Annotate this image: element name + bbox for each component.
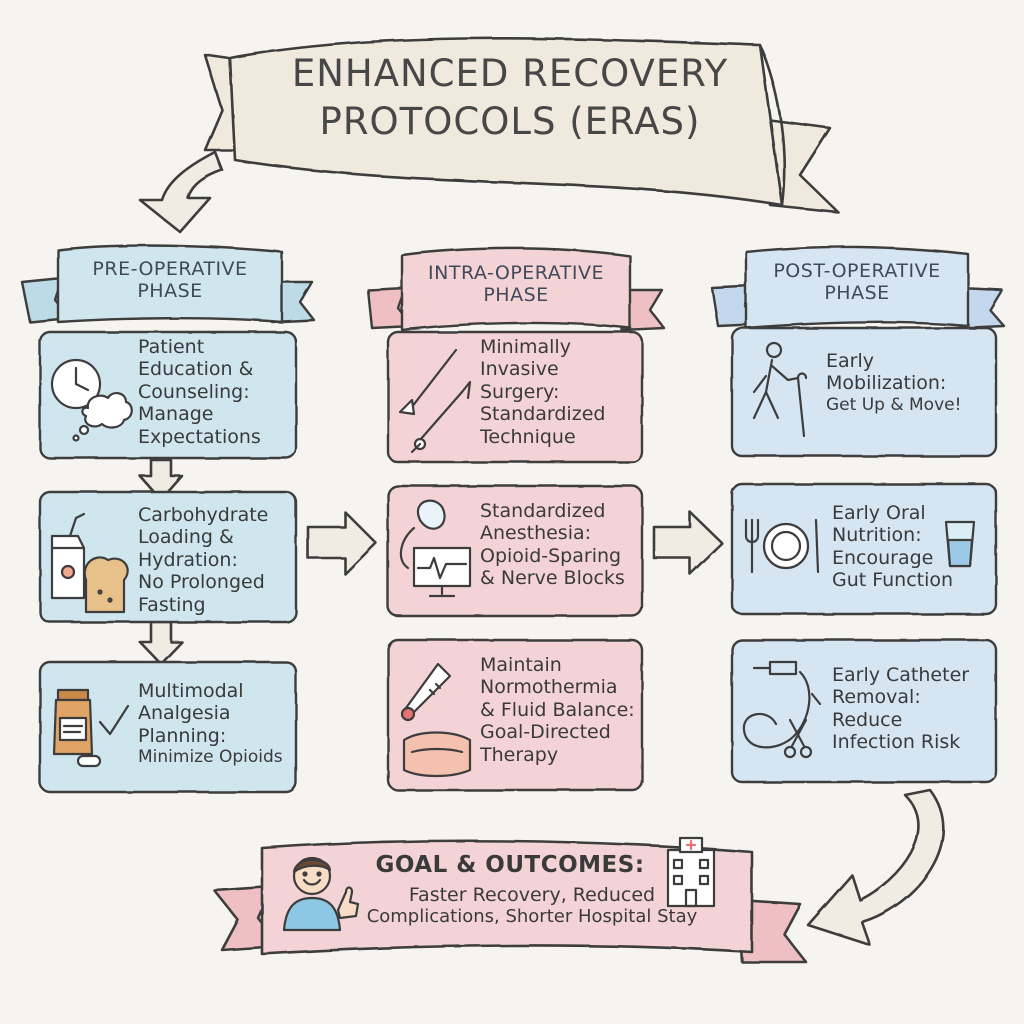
goal-heading: GOAL & OUTCOMES:: [375, 852, 645, 878]
card-text-line: & Fluid Balance:: [480, 698, 635, 721]
intra-phase-title: INTRA-OPERATIVE PHASE: [402, 262, 630, 307]
card-text-line: Goal-Directed: [480, 721, 611, 744]
card-text-line: Hydration:: [138, 548, 238, 571]
pre-card-2-text: Carbohydrate Loading & Hydration: No Pro…: [138, 504, 292, 616]
post-card-1: [730, 326, 998, 458]
goal-ribbon: [212, 839, 808, 964]
page-title: ENHANCED RECOVERY PROTOCOLS (ERAS): [250, 52, 770, 143]
card-text-line: Mobilization:: [826, 372, 947, 395]
phase-banners: [20, 244, 1006, 332]
pre-card-3: [38, 660, 298, 794]
post-phase-banner: [710, 245, 1006, 330]
card-text-line: Multimodal: [138, 680, 244, 702]
plate-fork-glass-icon: [744, 518, 976, 574]
card-text-line: Anesthesia:: [480, 522, 592, 545]
title-line-1: ENHANCED RECOVERY: [291, 52, 729, 95]
card-text-line: Technique: [480, 425, 576, 448]
card-text-line: Opioid-Sparing: [480, 544, 622, 567]
card-text-line: Early Catheter: [832, 664, 970, 686]
card-text-line: Get Up & Move!: [826, 394, 962, 415]
goal-line-1: Faster Recovery, Reduced: [408, 884, 656, 906]
card-text-line: Encourage: [832, 546, 934, 569]
intra-phase-title-line-1: INTRA-OPERATIVE: [428, 262, 604, 284]
scalpel-instruments-icon: [398, 348, 472, 454]
card-text-line: Removal:: [832, 686, 921, 709]
intra-card-3-text: Maintain Normothermia & Fluid Balance: G…: [480, 654, 640, 766]
pre-card-3-text: Multimodal Analgesia Planning: Minimize …: [138, 680, 294, 767]
card-text-line: Analgesia: [138, 702, 231, 725]
clock-thought-icon: [50, 358, 133, 442]
post-phase-title: POST-OPERATIVE PHASE: [746, 260, 968, 305]
anesthesia-monitor-icon: [399, 499, 472, 598]
pre-card-1-text: Patient Education & Counseling: Manage E…: [138, 336, 292, 448]
pre-to-intra-arrow: [306, 510, 378, 576]
card-text-line: No Prolonged: [138, 571, 265, 594]
goal-text: GOAL & OUTCOMES:: [350, 852, 670, 879]
card-text-line: Standardized: [480, 500, 606, 522]
intra-card-1: [386, 330, 644, 464]
title-to-pre-arrow: [138, 150, 224, 234]
title-ribbon: [203, 37, 840, 214]
card-text-line: & Nerve Blocks: [480, 567, 625, 590]
card-text-line: Standardized: [480, 403, 606, 426]
card-text-line: Normothermia: [480, 676, 618, 699]
card-text-line: Nutrition:: [832, 524, 922, 547]
hospital-building-icon: [666, 836, 716, 908]
pre-down-arrow-1: [138, 458, 184, 502]
card-text-line: Maintain: [480, 654, 562, 676]
card-text-line: Patient: [138, 336, 205, 358]
pre-down-arrow-2: [138, 620, 184, 666]
card-text-line: Reduce: [832, 708, 903, 731]
card-text-line: Education &: [138, 358, 254, 381]
goal-outcomes: Faster Recovery, Reduced Complications, …: [342, 884, 722, 928]
card-text-line: Early: [826, 350, 874, 372]
card-text-line: Loading &: [138, 526, 234, 549]
juice-toast-icon: [50, 512, 129, 614]
pre-phase-title-line-1: PRE-OPERATIVE: [92, 258, 248, 280]
intra-to-post-arrow: [652, 510, 724, 576]
goal-line-2: Complications, Shorter Hospital Stay: [366, 906, 698, 928]
intra-card-2-text: Standardized Anesthesia: Opioid-Sparing …: [480, 500, 640, 590]
card-text-line: Manage: [138, 403, 214, 426]
intra-card-1-text: Minimally Invasive Surgery: Standardized…: [480, 336, 638, 448]
card-text-line: Therapy: [480, 743, 559, 766]
title-line-2: PROTOCOLS (ERAS): [319, 99, 701, 143]
card-text-line: Carbohydrate: [138, 504, 269, 526]
card-text-line: Surgery:: [480, 380, 560, 403]
post-card-2-text: Early Oral Nutrition: Encourage Gut Func…: [832, 502, 982, 592]
card-text-line: Fasting: [138, 593, 206, 616]
post-card-1-text: Early Mobilization: Get Up & Move!: [826, 350, 992, 415]
post-card-3: [730, 638, 998, 784]
card-text-line: Expectations: [138, 425, 261, 448]
card-text-line: Early Oral: [832, 502, 926, 524]
post-card-2: [730, 482, 998, 616]
walking-person-cane-icon: [752, 341, 808, 438]
card-text-line: Minimize Opioids: [138, 747, 283, 768]
pre-phase-banner: [20, 244, 316, 324]
post-card-3-text: Early Catheter Removal: Reduce Infection…: [832, 664, 992, 754]
card-text-line: Gut Function: [832, 569, 954, 592]
goal-ribbon-body: [260, 839, 754, 956]
pill-bottle-check-icon: [52, 688, 130, 768]
post-phase-title-line-1: POST-OPERATIVE: [773, 260, 941, 282]
thumbs-up-person-icon: [282, 856, 360, 932]
intra-phase-banner: [366, 247, 666, 332]
catheter-scissors-icon: [742, 660, 822, 759]
pre-phase-title-line-2: PHASE: [137, 280, 203, 303]
card-text-line: Invasive: [480, 358, 559, 381]
pre-phase-title: PRE-OPERATIVE PHASE: [58, 258, 282, 303]
card-text-line: Minimally: [480, 336, 571, 358]
thermometer-blanket-icon: [400, 662, 472, 778]
card-text-line: Counseling:: [138, 380, 250, 403]
post-to-goal-arrow: [806, 788, 945, 947]
card-text-line: Planning:: [138, 724, 227, 747]
flow-arrows: [138, 150, 945, 947]
intra-phase-title-line-2: PHASE: [483, 284, 549, 307]
card-text-line: Infection Risk: [832, 731, 961, 754]
post-phase-title-line-2: PHASE: [824, 282, 890, 305]
